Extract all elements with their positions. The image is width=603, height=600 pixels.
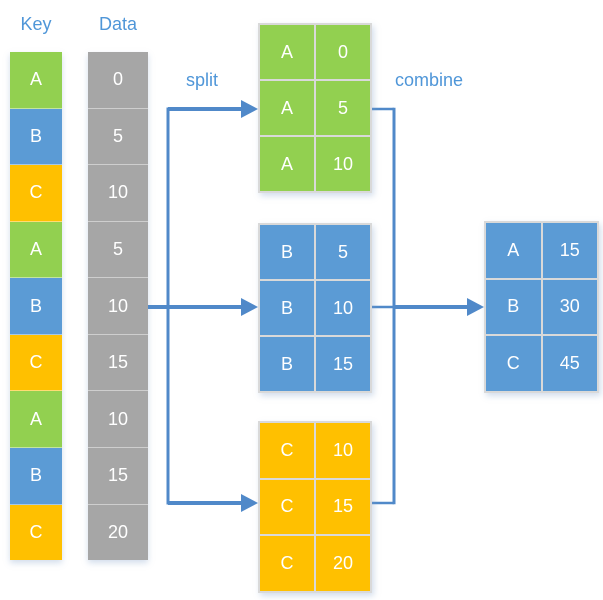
split-arrowhead-c — [241, 494, 258, 512]
key-cell: C — [10, 334, 62, 392]
table-cell-value: 5 — [316, 225, 370, 279]
table-cell-key: C — [260, 479, 314, 535]
table-cell-value: 10 — [316, 137, 370, 191]
table-cell-key: A — [260, 137, 314, 191]
key-cell: A — [10, 391, 62, 448]
table-cell-value: 0 — [316, 25, 370, 79]
key-cell: C — [10, 165, 62, 222]
split-arrowhead-a — [241, 100, 258, 118]
table-cell-value: 10 — [316, 423, 370, 478]
table-cell-key: A — [486, 223, 541, 278]
split-table-b: B 5 B 10 B 15 — [258, 223, 372, 393]
split-table-a: A 0 A 5 A 10 — [258, 23, 372, 193]
key-cell: A — [10, 221, 62, 279]
key-cell: B — [10, 108, 62, 166]
table-cell-value: 5 — [316, 81, 370, 135]
data-cell: 10 — [88, 391, 148, 448]
key-cell: B — [10, 278, 62, 335]
key-cell: B — [10, 447, 62, 505]
data-cell: 5 — [88, 221, 148, 279]
table-cell-key: C — [486, 336, 541, 391]
data-cell: 10 — [88, 165, 148, 222]
key-column-header: Key — [20, 14, 52, 34]
table-cell-value: 45 — [542, 336, 597, 391]
data-column-header: Data — [98, 14, 138, 34]
data-cell: 5 — [88, 108, 148, 166]
data-cell: 20 — [88, 504, 148, 561]
split-table-c: C 10 C 15 C 20 — [258, 421, 372, 593]
data-cell: 15 — [88, 447, 148, 505]
key-cell: C — [10, 504, 62, 561]
key-cell: A — [10, 52, 62, 109]
data-column: 0 5 10 5 10 15 10 15 20 — [88, 52, 148, 561]
table-cell-value: 30 — [542, 279, 597, 335]
combined-table: A 15 B 30 C 45 — [484, 221, 599, 393]
table-cell-value: 15 — [542, 223, 597, 278]
combine-bracket — [372, 107, 469, 505]
table-cell-value: 15 — [316, 337, 370, 391]
table-cell-key: B — [260, 337, 314, 391]
data-cell: 0 — [88, 52, 148, 109]
split-arrowhead-b — [241, 298, 258, 316]
table-cell-key: A — [260, 81, 314, 135]
table-cell-key: B — [486, 279, 541, 335]
table-cell-key: A — [260, 25, 314, 79]
split-label: split — [185, 70, 218, 90]
combine-arrowhead — [467, 298, 484, 316]
combine-label: combine — [394, 70, 464, 90]
table-cell-value: 20 — [316, 536, 370, 591]
table-cell-value: 10 — [316, 281, 370, 335]
data-cell: 15 — [88, 334, 148, 392]
table-cell-key: C — [260, 536, 314, 591]
table-cell-key: B — [260, 281, 314, 335]
data-cell: 10 — [88, 278, 148, 335]
table-cell-key: B — [260, 225, 314, 279]
split-bracket — [148, 107, 243, 505]
table-cell-key: C — [260, 423, 314, 478]
table-cell-value: 15 — [316, 479, 370, 535]
key-column: A B C A B C A B C — [10, 52, 62, 561]
